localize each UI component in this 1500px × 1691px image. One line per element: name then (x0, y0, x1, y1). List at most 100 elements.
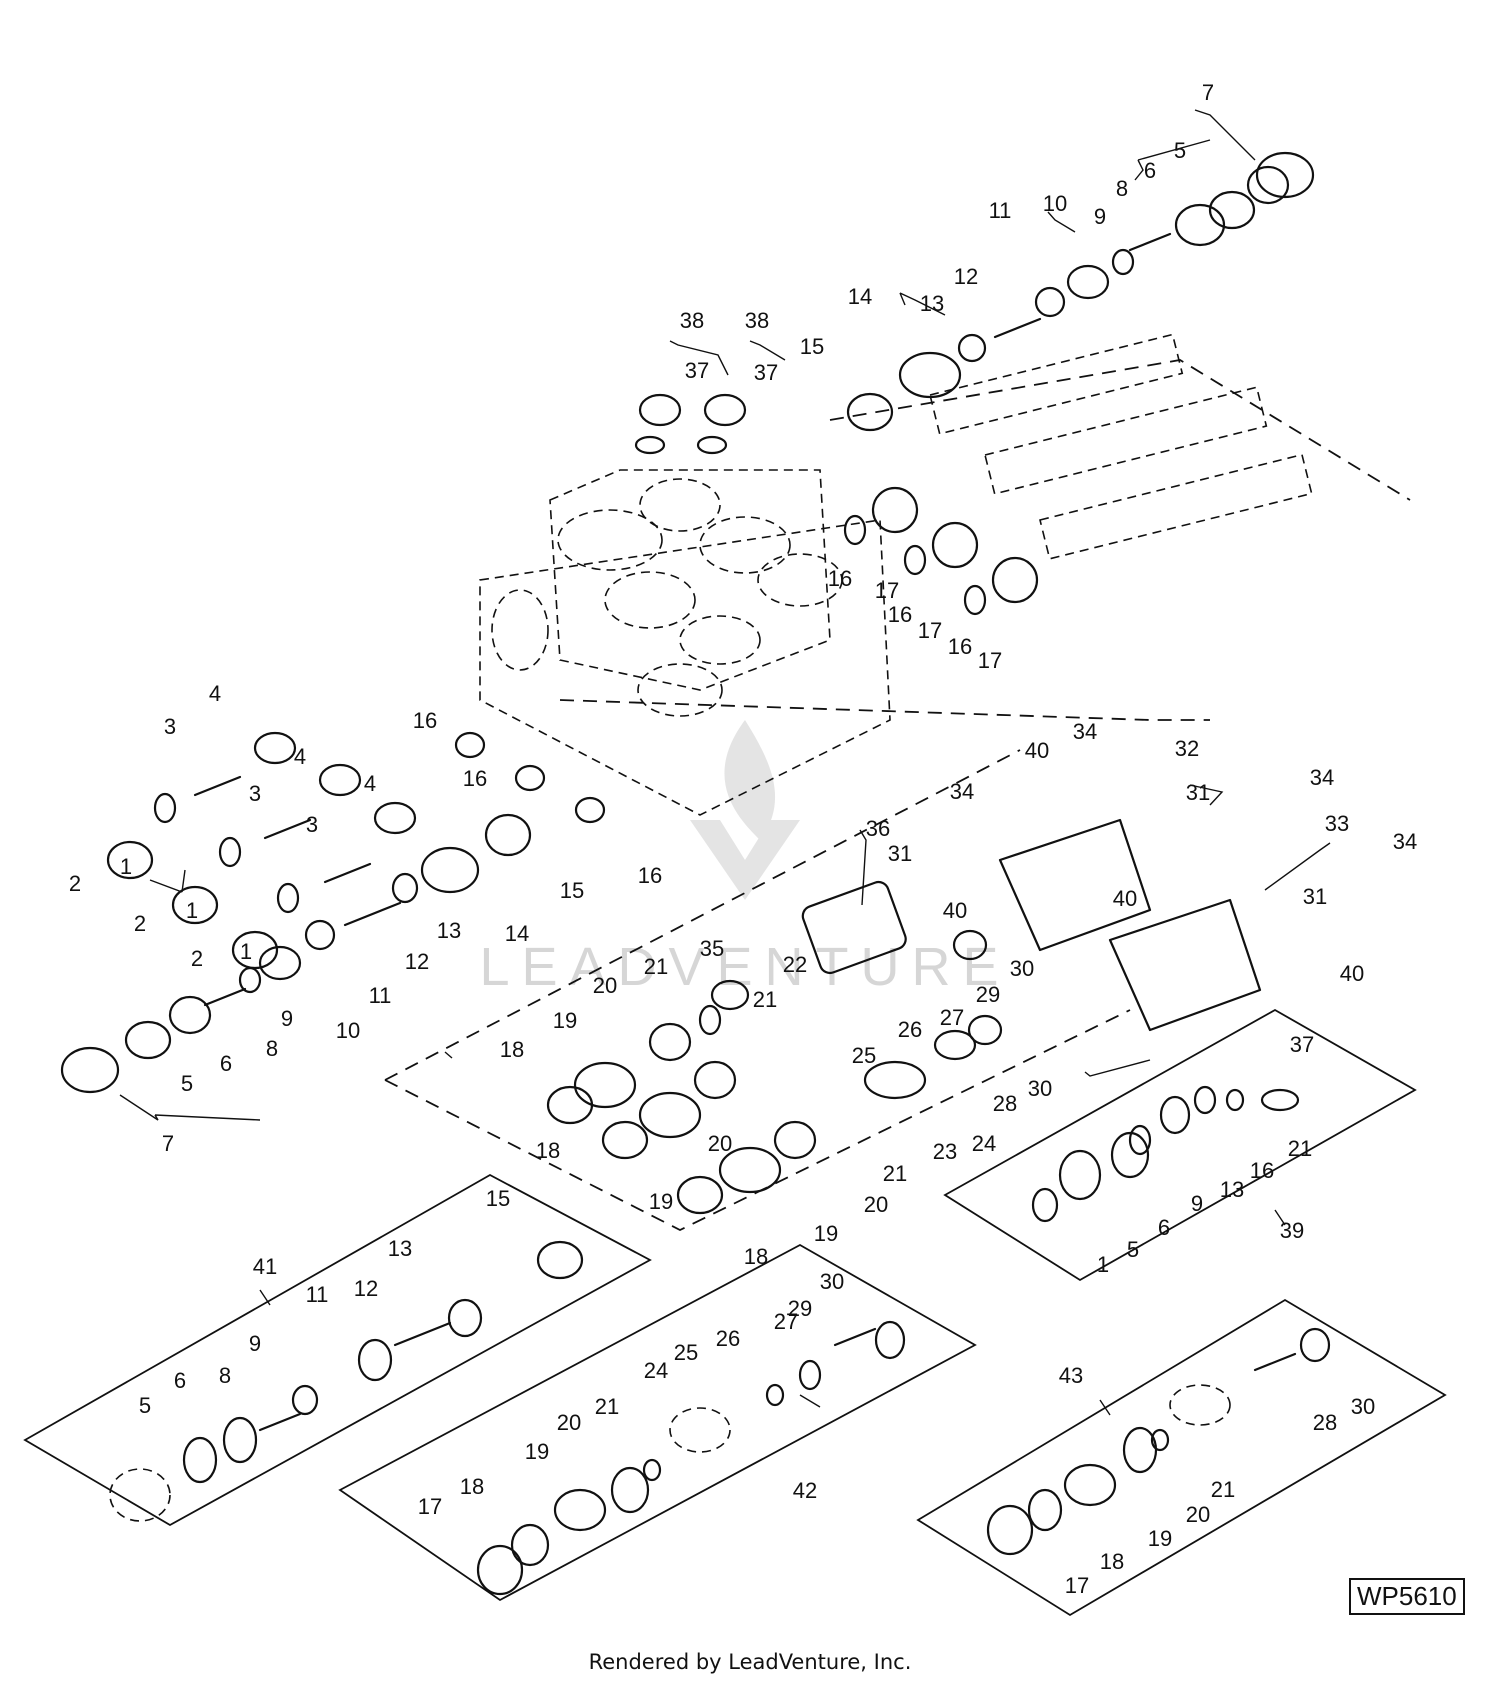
callout-label: 38 (745, 308, 769, 333)
watermark-text: LEADVENTURE (479, 937, 1010, 997)
callout-label: 17 (978, 648, 1002, 673)
diagram-code: WP5610 (1349, 1578, 1465, 1615)
callout-label: 25 (852, 1043, 876, 1068)
callout-label: 17 (918, 618, 942, 643)
callout-label: 8 (1116, 176, 1128, 201)
callout-label: 37 (685, 358, 709, 383)
callout-label: 11 (989, 198, 1012, 223)
callout-label: 35 (700, 936, 724, 961)
callout-label: 2 (69, 871, 81, 896)
callout-label: 20 (864, 1192, 888, 1217)
callout-label: 16 (463, 766, 487, 791)
callout-label: 6 (174, 1368, 186, 1393)
callout-label: 3 (306, 812, 318, 837)
callout-label: 40 (1025, 738, 1049, 763)
callout-label: 30 (1351, 1394, 1375, 1419)
callout-label: 9 (281, 1006, 293, 1031)
callout-label: 31 (1303, 884, 1327, 909)
callout-label: 18 (744, 1244, 768, 1269)
callout-label: 20 (708, 1131, 732, 1156)
callout-label: 6 (1158, 1215, 1170, 1240)
callout-label: 27 (774, 1309, 798, 1334)
callout-label: 15 (560, 878, 584, 903)
callout-label: 29 (976, 982, 1000, 1007)
leader-lines (119, 109, 1331, 1416)
callout-label: 6 (1144, 158, 1156, 183)
callout-label: 14 (848, 284, 872, 309)
callout-label: 16 (1250, 1158, 1274, 1183)
callout-label: 18 (500, 1037, 524, 1062)
callout-label: 20 (557, 1410, 581, 1435)
callout-label: 19 (553, 1008, 577, 1033)
callout-label: 20 (1186, 1502, 1210, 1527)
callout-label: 4 (209, 681, 221, 706)
callout-label: 12 (954, 264, 978, 289)
callout-label: 3 (164, 714, 176, 739)
callout-label: 13 (388, 1236, 412, 1261)
callout-label: 30 (1010, 956, 1034, 981)
callout-label: 17 (1065, 1573, 1089, 1598)
callout-label: 21 (883, 1161, 907, 1186)
render-credit: Rendered by LeadVenture, Inc. (588, 1650, 912, 1674)
kit-41-panel (23, 1173, 652, 1527)
callout-label: 2 (191, 946, 203, 971)
callout-label: 1 (240, 939, 252, 964)
kit-43-panel (916, 1298, 1447, 1617)
callout-label: 13 (437, 918, 461, 943)
callout-label: 1 (120, 854, 132, 879)
callout-label: 19 (649, 1189, 673, 1214)
callout-label: 40 (1340, 961, 1364, 986)
callout-label: 5 (181, 1071, 193, 1096)
pilot-assembly-parts (384, 699, 1262, 1232)
callout-label: 34 (950, 779, 974, 804)
callout-label: 5 (1174, 138, 1186, 163)
callout-label: 33 (1325, 811, 1349, 836)
callout-label: 34 (1393, 829, 1417, 854)
callout-label: 4 (364, 771, 376, 796)
watermark: LEADVENTURE (479, 720, 1010, 997)
callout-label: 37 (754, 360, 778, 385)
callout-label: 7 (1202, 80, 1214, 105)
left-side-parts (60, 731, 606, 1094)
callout-label: 28 (1313, 1410, 1337, 1435)
callout-label: 19 (1148, 1526, 1172, 1551)
callout-label: 26 (898, 1017, 922, 1042)
spool-section (829, 333, 1411, 560)
callout-label: 30 (820, 1269, 844, 1294)
callout-label: 10 (1043, 191, 1067, 216)
callout-label: 18 (536, 1138, 560, 1163)
callout-label: 24 (644, 1358, 668, 1383)
callout-label: 18 (460, 1474, 484, 1499)
callout-label: 21 (595, 1394, 619, 1419)
callout-label: 16 (413, 708, 437, 733)
callout-label: 34 (1310, 765, 1334, 790)
callout-label: 13 (920, 291, 944, 316)
callout-label: 9 (1191, 1191, 1203, 1216)
callout-label: 11 (306, 1282, 329, 1307)
callout-label: 21 (644, 954, 668, 979)
callout-label: 12 (354, 1276, 378, 1301)
callout-label: 22 (783, 952, 807, 977)
callout-label: 15 (486, 1186, 510, 1211)
callout-label: 16 (888, 602, 912, 627)
callout-label: 17 (418, 1494, 442, 1519)
callout-label: 2 (134, 911, 146, 936)
kit-42-panel (338, 1243, 977, 1602)
callout-label: 21 (1288, 1136, 1312, 1161)
callout-label: 40 (943, 898, 967, 923)
callout-label: 43 (1059, 1363, 1083, 1388)
callout-label: 16 (828, 566, 852, 591)
callout-label: 12 (405, 949, 429, 974)
callout-label: 21 (753, 987, 777, 1012)
callout-label: 17 (875, 578, 899, 603)
callout-label: 28 (993, 1091, 1017, 1116)
callout-label: 41 (253, 1254, 277, 1279)
callout-label: 24 (972, 1131, 996, 1156)
callout-label: 27 (940, 1005, 964, 1030)
callout-label: 38 (680, 308, 704, 333)
upper-relief-parts (634, 151, 1315, 616)
callout-label: 14 (505, 921, 529, 946)
valve-housing (479, 469, 891, 816)
kit-39-panel (943, 1008, 1417, 1282)
